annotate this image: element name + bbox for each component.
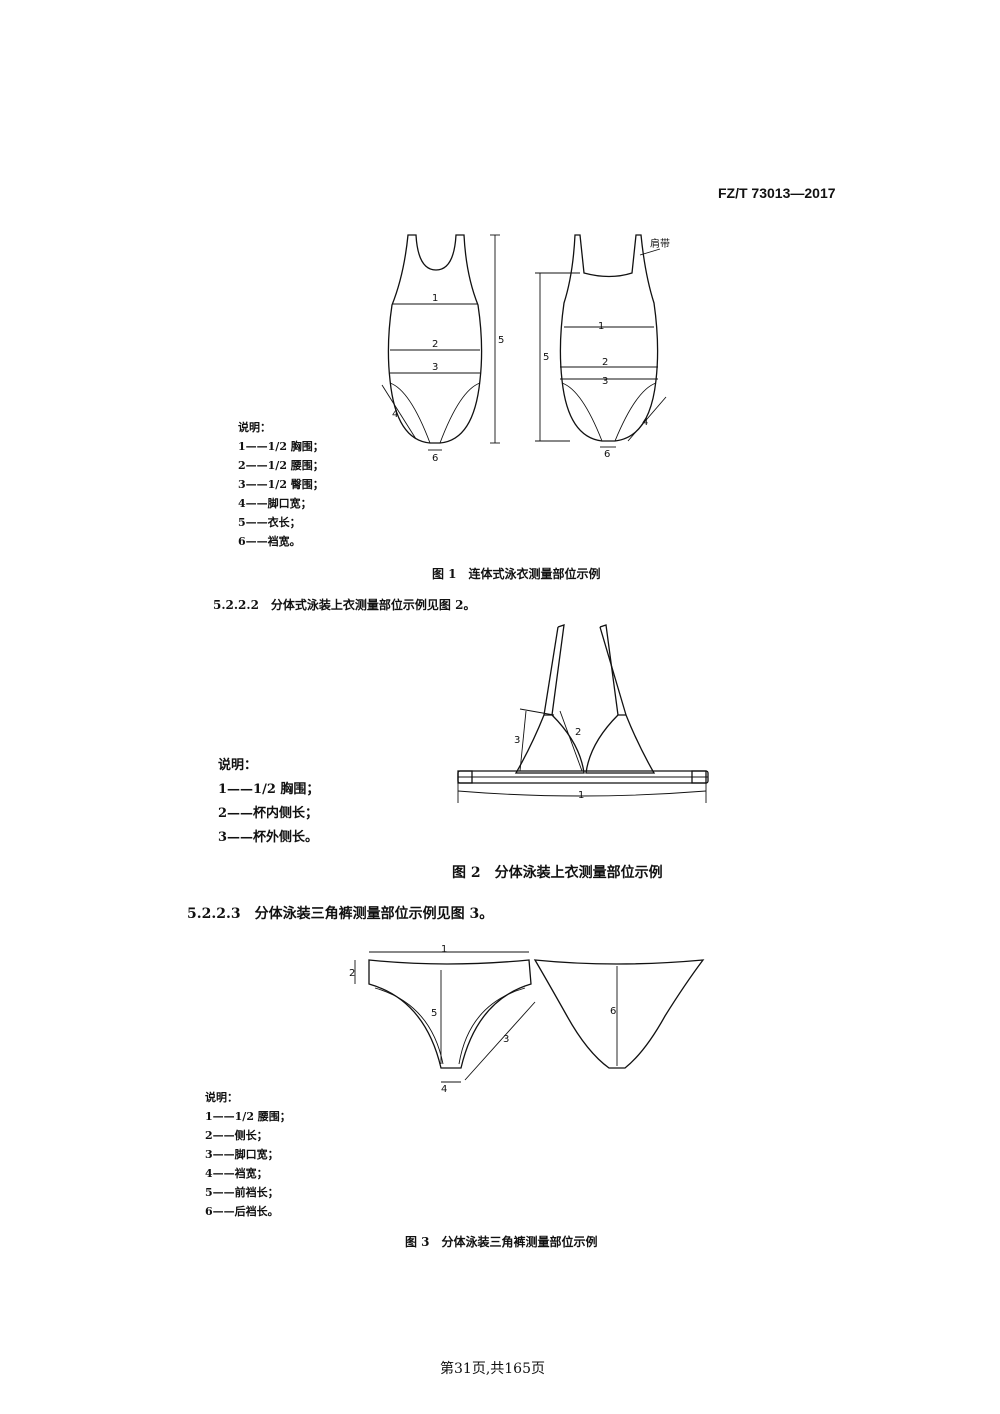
fig1-num-2a: 2 [432, 339, 438, 350]
fig1-num-2b: 2 [602, 357, 608, 368]
legend-item: 6——后裆长。 [205, 1205, 279, 1218]
legend-item: 3——脚口宽； [205, 1148, 279, 1161]
fig2-num-1: 1 [578, 790, 584, 801]
legend-item: 5——前裆长； [205, 1186, 279, 1199]
fig3-num-3: 3 [503, 1034, 509, 1045]
figure-1-caption: 图 1 连体式泳衣测量部位示例 [432, 567, 601, 581]
fig3-num-5: 5 [431, 1008, 437, 1019]
legend-title: 说明： [238, 421, 271, 434]
section-5223: 5.2.2.3 分体泳装三角裤测量部位示例见图 3。 [187, 906, 494, 922]
legend-title: 说明： [205, 1091, 238, 1104]
fig1-num-1a: 1 [432, 293, 438, 304]
fig3-num-2: 2 [349, 968, 355, 979]
figure-3-caption: 图 3 分体泳装三角裤测量部位示例 [405, 1235, 598, 1249]
fig1-num-6a: 6 [432, 453, 438, 464]
legend-item: 3——杯外侧长。 [218, 830, 319, 845]
figure-2-caption: 图 2 分体泳装上衣测量部位示例 [452, 865, 663, 881]
fig3-legend: 说明： 1——1/2 腰围； 2——侧长； 3——脚口宽； 4——裆宽； 5——… [205, 1088, 291, 1221]
fig1-num-6b: 6 [604, 449, 610, 460]
fig2-num-2: 2 [575, 727, 581, 738]
fig1-label-shoulder-strap: 肩带 [650, 237, 670, 250]
legend-item: 1——1/2 胸围； [218, 782, 320, 797]
fig1-legend: 说明： 1——1/2 胸围； 2——1/2 腰围； 3——1/2 臀围； 4——… [238, 418, 324, 551]
fig1-num-3b: 3 [602, 376, 608, 387]
legend-item: 1——1/2 腰围； [205, 1110, 291, 1123]
fig1-num-5a: 5 [498, 335, 504, 346]
fig1-num-4a: 4 [392, 409, 398, 420]
figure-2-drawing: 1 2 3 [457, 624, 709, 803]
figure-3-drawing: 1 2 3 4 5 6 [349, 944, 705, 1095]
fig3-num-6: 6 [610, 1006, 616, 1017]
legend-item: 3——1/2 臀围； [238, 478, 324, 491]
fig2-num-3: 3 [514, 735, 520, 746]
section-5222: 5.2.2.2 分体式泳装上衣测量部位示例见图 2。 [213, 598, 476, 612]
fig1-num-1b: 1 [598, 321, 604, 332]
page-footer: 第31页,共165页 [440, 1361, 545, 1377]
legend-item: 2——杯内侧长； [218, 806, 319, 821]
document-code: FZ/T 73013—2017 [718, 185, 836, 201]
legend-item: 6——裆宽。 [238, 535, 301, 548]
fig2-legend: 说明： 1——1/2 胸围； 2——杯内侧长； 3——杯外侧长。 [218, 754, 319, 850]
legend-item: 2——侧长； [205, 1129, 268, 1142]
legend-item: 5——衣长； [238, 516, 301, 529]
legend-item: 4——裆宽； [205, 1167, 268, 1180]
fig3-num-1: 1 [441, 944, 447, 955]
fig3-num-4: 4 [441, 1084, 447, 1095]
fig1-num-5b: 5 [543, 352, 549, 363]
figure-1-drawing: 1 2 3 4 5 6 肩带 1 2 3 4 5 6 [381, 234, 670, 464]
legend-item: 2——1/2 腰围； [238, 459, 324, 472]
legend-item: 4——脚口宽； [238, 497, 312, 510]
legend-item: 1——1/2 胸围； [238, 440, 324, 453]
fig1-num-4b: 4 [642, 417, 648, 428]
legend-title: 说明： [218, 758, 258, 773]
fig1-num-3a: 3 [432, 362, 438, 373]
